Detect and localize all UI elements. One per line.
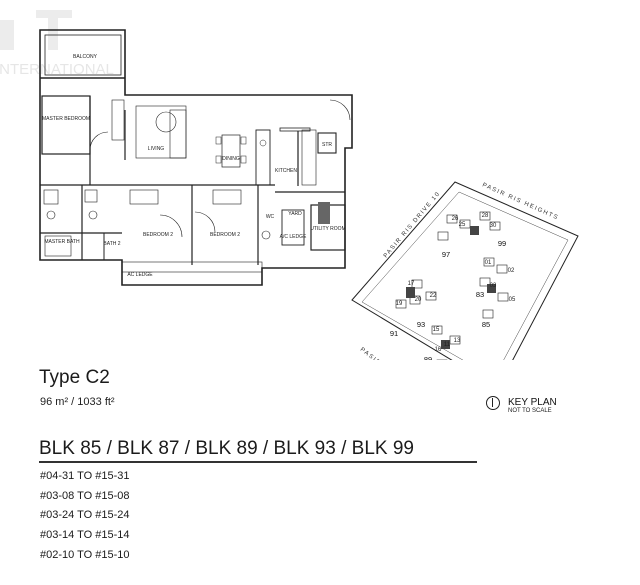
block-label-83: 83 [476,290,484,299]
room-label-yard: YARD [288,211,302,217]
room-label-bath-2: BATH 2 [103,241,120,247]
unit-label-30: 30 [490,223,497,229]
block-label-93: 93 [417,320,425,329]
room-label-store: STR [322,142,332,148]
unit-label-01: 01 [485,260,492,266]
unit-range-item: #02-10 TO #15-10 [40,548,130,561]
room-label-bedroom-2-left: BEDROOM 2 [143,232,173,238]
block-label-99: 99 [498,239,506,248]
heading-divider [39,461,477,463]
block-label-85: 85 [482,320,490,329]
north-arrow-icon [486,396,500,410]
room-label-wc: WC [266,214,275,220]
unit-range-item: #03-24 TO #15-24 [40,509,130,522]
floor-plan-labels: BALCONY MASTER BEDROOM LIVING DINING KIT… [42,54,346,278]
key-plan-scale-note: NOT TO SCALE [508,408,552,414]
room-label-kitchen: KITCHEN [275,168,297,174]
room-label-master-bath: MASTER BATH [44,239,80,245]
road-label-drive-3: PASIR RIS DRIVE 3 [359,347,426,360]
unit-label-02: 02 [508,268,515,274]
key-plan-unit-labels: 26 28 25 30 01 02 03 05 17 19 20 22 15 1… [396,213,516,353]
blocks-heading: BLK 85 / BLK 87 / BLK 89 / BLK 93 / BLK … [39,438,414,459]
room-label-ac-ledge-bottom: AC LEDGE [127,272,153,278]
block-label-97: 97 [442,250,450,259]
room-label-bedroom-2-right: BEDROOM 2 [210,232,240,238]
floor-plan [39,29,353,286]
unit-range-item: #04-31 TO #15-31 [40,470,130,482]
unit-range-list: #04-31 TO #15-31 #03-08 TO #15-08 #03-24… [40,467,130,566]
unit-range-item: #03-14 TO #15-14 [40,529,130,542]
block-label-89: 89 [424,355,432,360]
road-label-drive-10: PASIR RIS DRIVE 10 [383,191,442,260]
unit-label-25: 25 [459,222,466,228]
unit-label-20: 20 [415,297,422,303]
road-label-heights: PASIR RIS HEIGHTS [481,182,559,221]
watermark-text: INTERNATIONAL [0,61,114,78]
unit-label-22: 22 [430,293,437,299]
unit-label-16: 16 [435,347,442,353]
unit-label-03: 03 [490,283,497,289]
unit-label-15: 15 [433,327,440,333]
unit-range-item: #03-08 TO #15-08 [40,489,130,502]
unit-label-19: 19 [396,301,403,307]
room-label-balcony: BALCONY [73,54,98,60]
room-label-ac-ledge-side: A/C LEDGE [280,234,307,240]
room-label-dining: DINING [222,156,240,162]
room-label-master-bedroom: MASTER BEDROOM [42,116,90,122]
block-label-91: 91 [390,329,398,338]
unit-label-05: 05 [509,297,516,303]
watermark-logo [0,10,72,50]
unit-type-title: Type C2 [39,367,110,388]
unit-area: 96 m² / 1033 ft² [40,396,115,408]
key-plan-title: KEY PLAN [508,397,557,408]
floor-plan-and-key-plan: INTERNATIONAL [0,10,579,360]
room-label-living: LIVING [148,146,165,152]
room-label-utility-room: UTILITY ROOM [310,226,345,232]
unit-label-13: 13 [454,338,461,344]
unit-label-17: 17 [408,281,415,287]
unit-label-28: 28 [482,213,489,219]
key-plan: PASIR RIS DRIVE 10 PASIR RIS HEIGHTS PAS… [351,181,579,360]
unit-label-26: 26 [452,216,459,222]
unit-label-11: 11 [444,342,451,348]
